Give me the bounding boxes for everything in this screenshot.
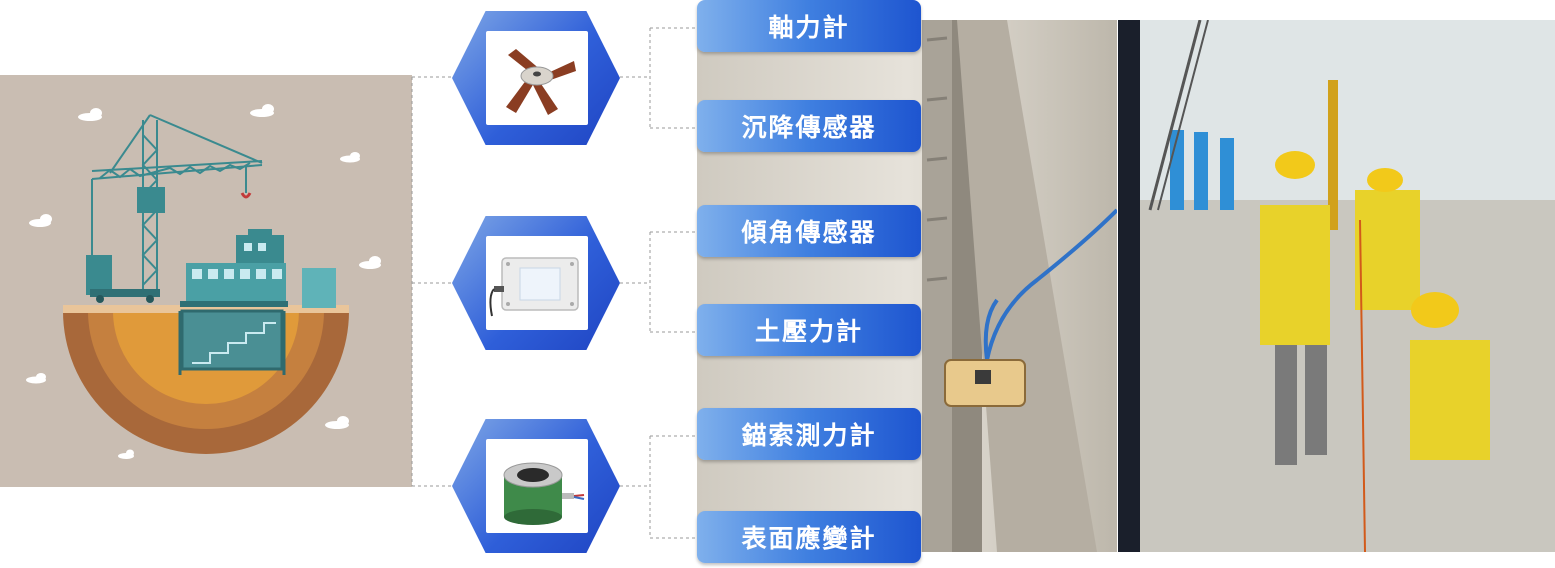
sensor-hexagon-3	[452, 419, 620, 553]
inclinometer-box-icon	[486, 236, 588, 330]
sensor-hexagon-1	[452, 11, 620, 145]
label-earth-pressure-meter: 土壓力計	[697, 304, 921, 356]
construction-site-icon	[26, 104, 381, 459]
installed-sensor-photo	[697, 20, 1117, 552]
construction-illustration-panel	[0, 75, 412, 487]
sensor-hexagon-2	[452, 216, 620, 350]
label-inclination-sensor: 傾角傳感器	[697, 205, 921, 257]
label-surface-strain-gauge: 表面應變計	[697, 511, 921, 563]
load-cell-icon	[486, 439, 588, 533]
field-installation-photo	[1140, 20, 1555, 552]
axial-force-sensor-icon	[486, 31, 588, 125]
label-anchor-cable-dynamometer: 錨索測力計	[697, 408, 921, 460]
photo-divider	[1118, 20, 1140, 552]
label-settlement-sensor: 沉降傳感器	[697, 100, 921, 152]
label-axial-force-meter: 軸力計	[697, 0, 921, 52]
